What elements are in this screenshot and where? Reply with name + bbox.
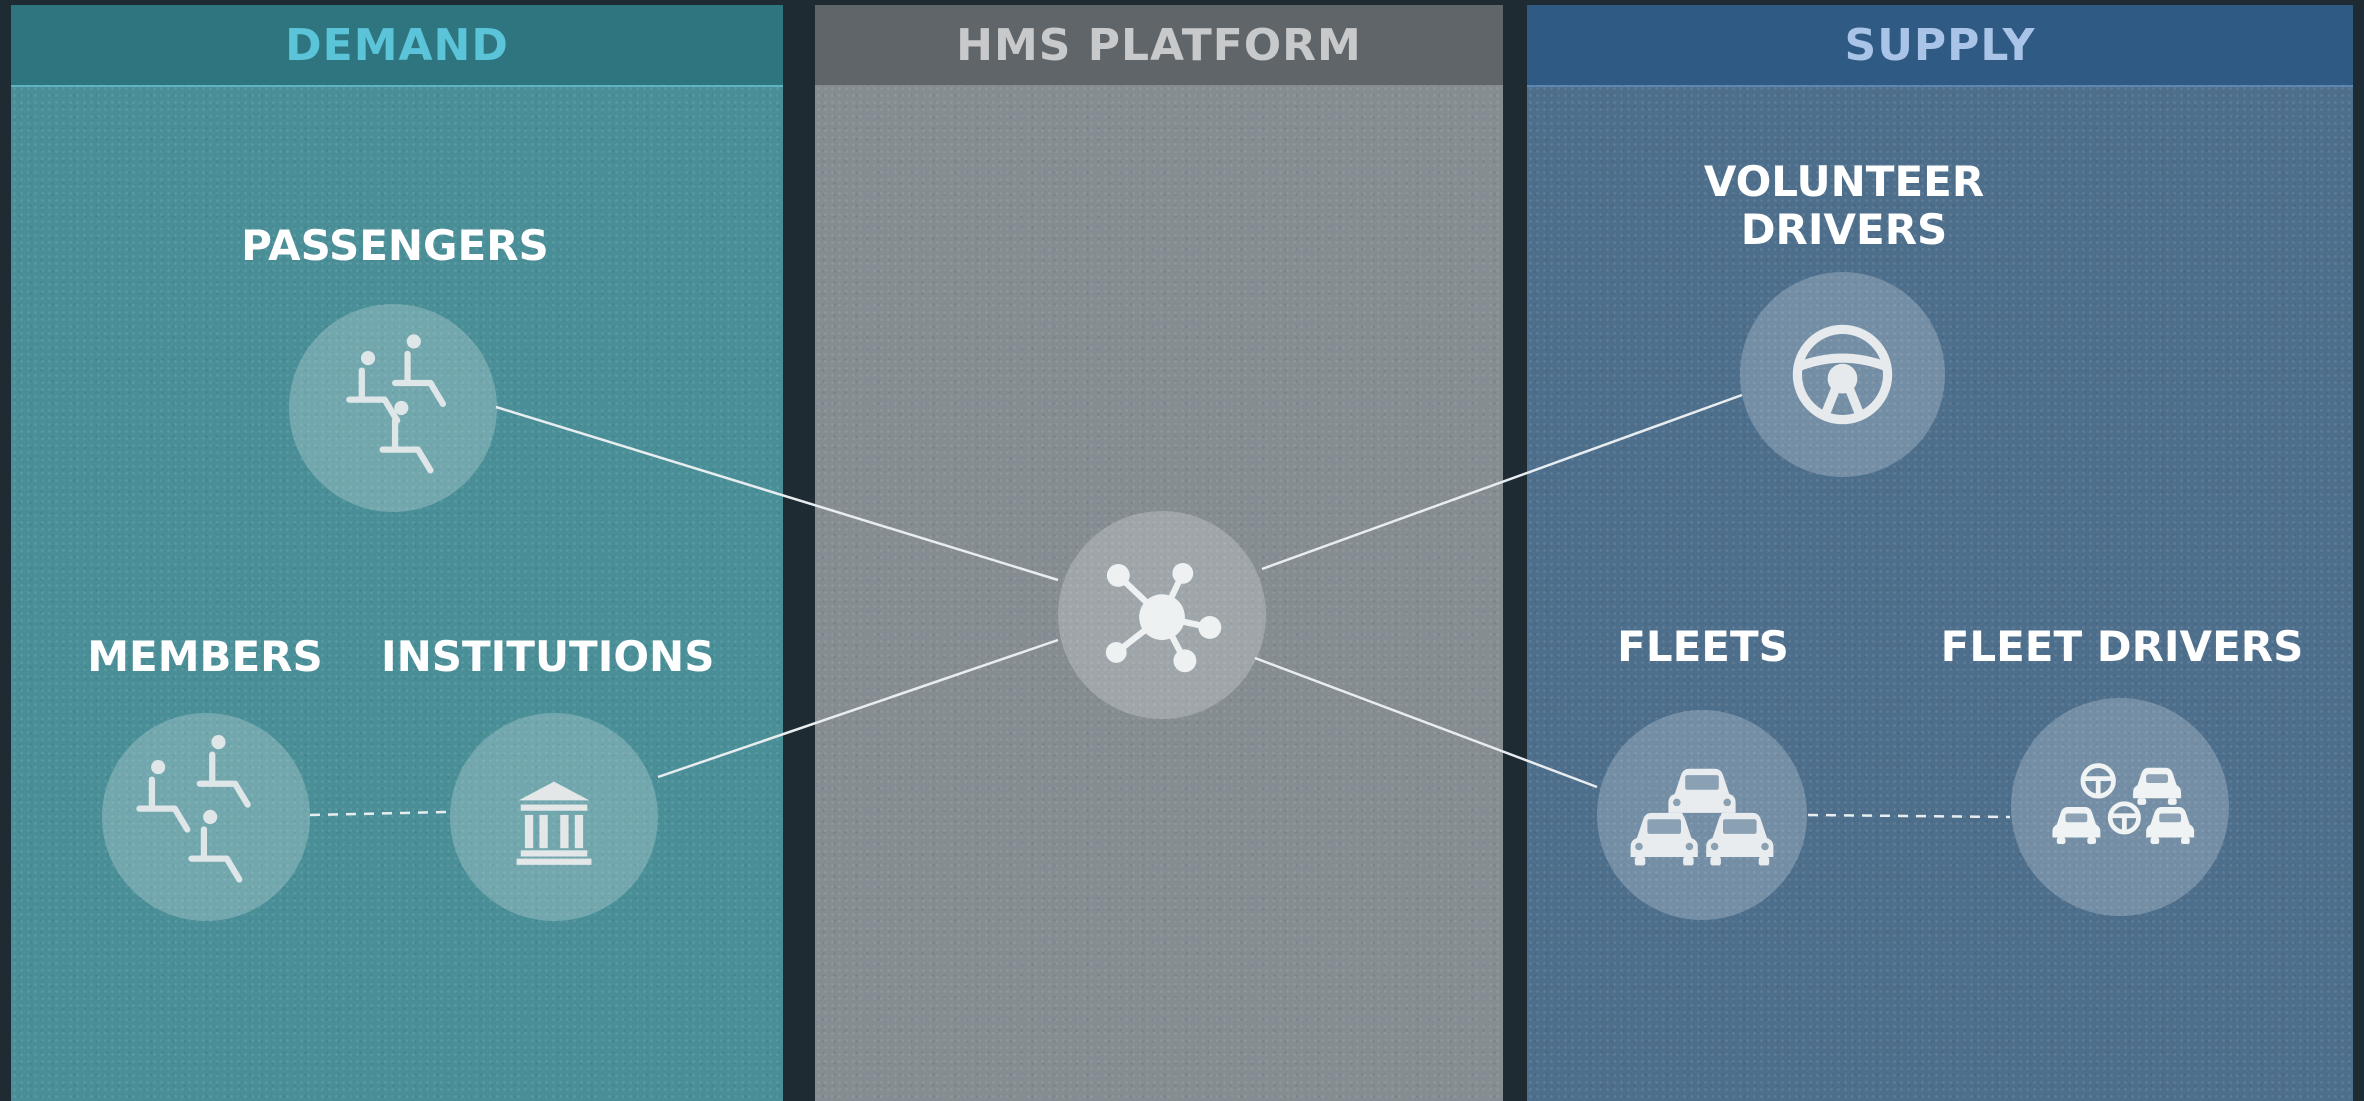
institutions-node[interactable] (450, 713, 658, 921)
fleet-drivers-label: FLEET DRIVERS (1940, 622, 2304, 671)
steering-wheel-icon (1792, 324, 1893, 425)
supply-panel: SUPPLY (1527, 5, 2353, 1101)
volunteer-drivers-node[interactable] (1740, 272, 1945, 477)
passengers-node[interactable] (289, 304, 497, 512)
cars-steering-wheels-icon (2052, 763, 2195, 845)
volunteer-drivers-label: VOLUNTEER DRIVERS (1644, 158, 2044, 254)
fleet-drivers-node[interactable] (2011, 698, 2229, 916)
volunteer-drivers-label-line1: VOLUNTEER (1703, 157, 1985, 206)
platform-header: HMS PLATFORM (815, 5, 1503, 85)
members-label: MEMBERS (87, 632, 323, 681)
demand-header: DEMAND (11, 5, 783, 87)
platform-texture (815, 85, 1503, 1101)
network-hub-icon (1105, 563, 1222, 673)
institutions-label: INSTITUTIONS (381, 632, 715, 681)
members-node[interactable] (102, 713, 310, 921)
institution-building-icon (516, 781, 592, 865)
passengers-label: PASSENGERS (241, 221, 549, 270)
seated-passengers-icon (346, 334, 447, 474)
platform-hub-node[interactable] (1058, 511, 1266, 719)
demand-panel: DEMAND (11, 5, 783, 1101)
supply-texture (1527, 85, 2353, 1101)
fleets-label: FLEETS (1617, 622, 1789, 671)
seated-passengers-icon (136, 735, 251, 883)
cars-fleet-icon (1630, 768, 1774, 866)
demand-texture (11, 85, 783, 1101)
volunteer-drivers-label-line2: DRIVERS (1740, 205, 1948, 254)
fleets-node[interactable] (1597, 710, 1807, 920)
supply-header: SUPPLY (1527, 5, 2353, 87)
